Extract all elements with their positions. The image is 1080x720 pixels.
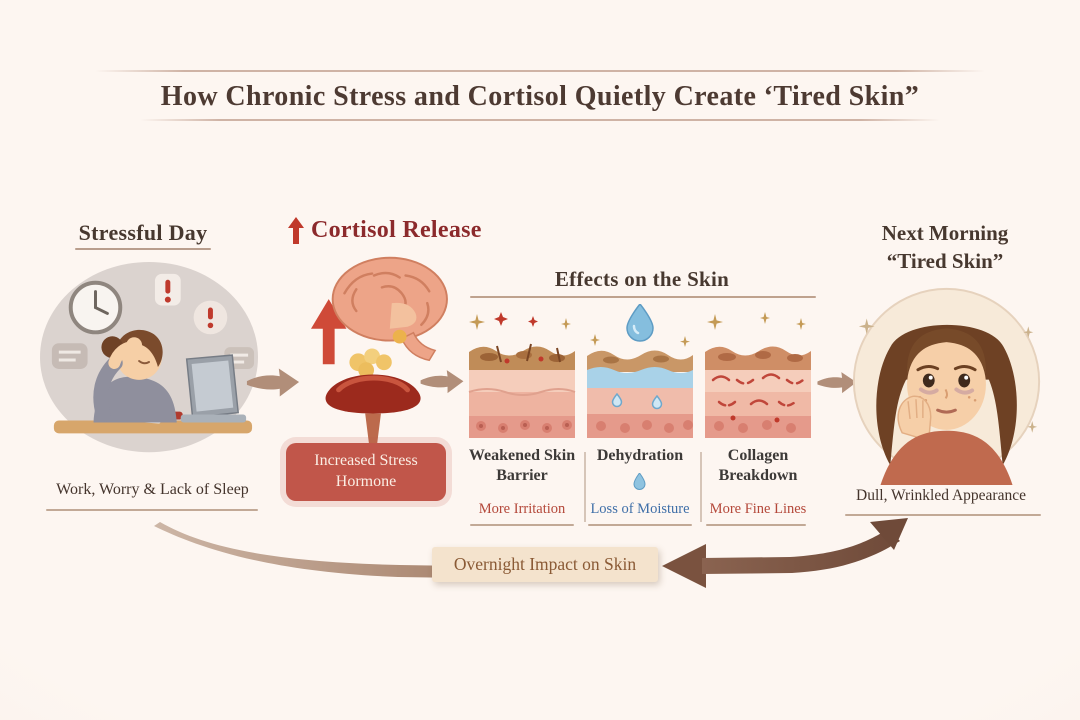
title-rule-top	[95, 70, 985, 72]
effects-underline	[470, 296, 816, 298]
sparkle-icons	[469, 314, 571, 330]
panel-divider-1	[584, 452, 586, 522]
stress-hormone-badge: Increased Stress Hormone	[286, 443, 446, 501]
panel-divider-2	[700, 452, 702, 522]
desk	[53, 420, 253, 434]
panel-rule-1	[470, 524, 574, 526]
broken-collagen-fibers	[711, 373, 805, 407]
next-morning-line2: “Tired Skin”	[886, 249, 1004, 274]
sparkle-icons	[590, 334, 690, 347]
flow-arrow-3-icon	[817, 372, 857, 394]
stressful-day-caption: Work, Worry & Lack of Sleep	[56, 481, 249, 498]
panel-rule-2	[588, 524, 692, 526]
speech-bubble-icon	[51, 343, 88, 369]
water-drop-icon	[626, 304, 654, 342]
shirt	[880, 430, 1013, 485]
sparkle-icons	[858, 318, 1038, 433]
panel-title-barrier: Weakened Skin Barrier	[468, 447, 576, 484]
laptop	[180, 354, 247, 423]
small-drop-icon	[633, 473, 646, 490]
irritation-spark-icons	[494, 312, 538, 327]
stressful-day-heading: Stressful Day	[78, 220, 208, 245]
fat-cluster	[349, 348, 392, 379]
title-rule-bottom	[140, 119, 940, 121]
red-up-arrow-icon	[288, 217, 304, 244]
arrowhead-left-icon	[662, 544, 706, 588]
next-morning-heading: Next Morning “Tired Skin”	[855, 219, 1035, 276]
pituitary-gland	[392, 329, 407, 344]
brain-gland-illustration	[310, 256, 448, 446]
dark-circle-right	[954, 387, 975, 395]
moisture-drop-icons	[611, 392, 663, 410]
dehydration-illustration	[587, 304, 693, 438]
arrowhead-up-icon	[870, 518, 908, 550]
panel-sub-moisture: Loss of Moisture	[590, 501, 690, 517]
hand-on-cheek	[897, 395, 932, 442]
adrenal-gland	[325, 374, 421, 446]
cortisol-heading-label: Cortisol Release	[311, 217, 482, 243]
panel-rule-3	[706, 524, 806, 526]
tired-woman-portrait	[852, 287, 1041, 485]
dark-circle-left	[918, 387, 939, 395]
next-morning-line1: Next Morning	[881, 221, 1009, 245]
collagen-breakdown-illustration	[705, 312, 811, 438]
next-morning-caption-rule	[845, 514, 1041, 516]
weakened-barrier-illustration	[468, 312, 576, 438]
flow-arrow-2-icon	[420, 370, 464, 394]
sparkle-icons	[707, 312, 806, 330]
clock-icon	[68, 280, 123, 335]
next-morning-caption: Dull, Wrinkled Appearance	[856, 487, 1026, 504]
panel-title-dehydration: Dehydration	[596, 447, 684, 464]
panel-title-collagen: Collagen Breakdown	[718, 447, 798, 484]
stressed-woman-illustration	[40, 261, 259, 453]
effects-heading: Effects on the Skin	[554, 267, 730, 291]
panel-sub-fine-lines: More Fine Lines	[709, 501, 807, 517]
exclamation-icon	[154, 273, 228, 335]
stressful-day-underline	[75, 248, 211, 250]
overnight-impact-label: Overnight Impact on Skin	[432, 547, 658, 582]
flow-arrow-1-icon	[246, 368, 300, 397]
page-title: How Chronic Stress and Cortisol Quietly …	[160, 81, 920, 112]
panel-sub-irritation: More Irritation	[478, 501, 566, 517]
cortisol-heading: Cortisol Release	[288, 217, 482, 244]
stressful-day-caption-rule	[46, 509, 258, 511]
overnight-swoosh-arrow	[154, 518, 908, 588]
